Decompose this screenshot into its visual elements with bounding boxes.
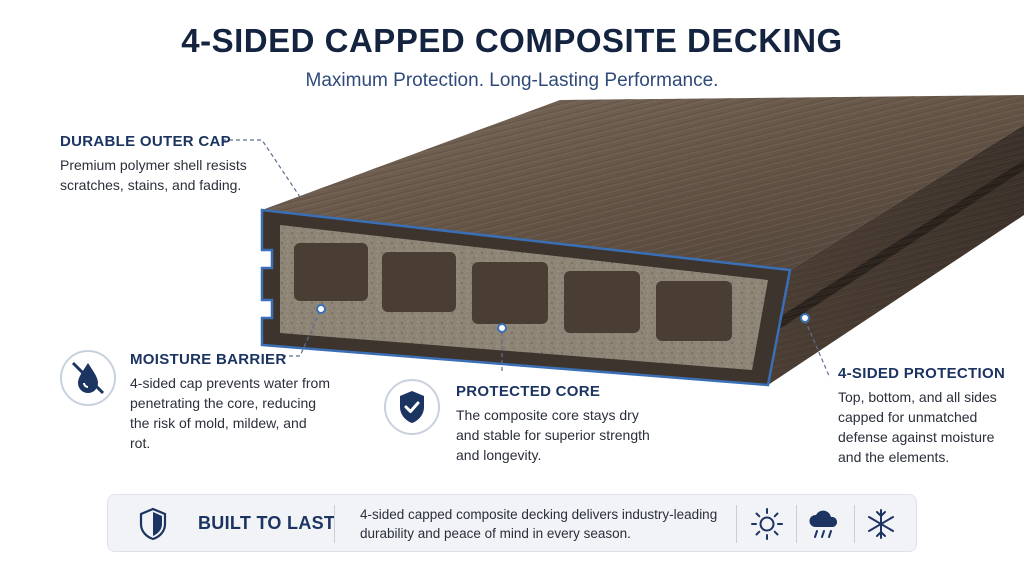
callout-text: The composite core stays dry and stable …	[456, 407, 650, 463]
callout-title: DURABLE OUTER CAP	[60, 133, 231, 150]
shield-check-icon	[384, 379, 440, 435]
shield-icon	[138, 507, 168, 546]
banner-title: BUILT TO LAST	[198, 513, 336, 533]
banner-text: 4-sided capped composite decking deliver…	[360, 507, 718, 541]
rain-cloud-icon	[806, 507, 842, 546]
core-chamber	[382, 252, 456, 312]
core-chamber	[564, 271, 640, 333]
callout-title: MOISTURE BARRIER	[130, 351, 287, 368]
callout-moisture-barrier: MOISTURE BARRIER 4-sided cap prevents wa…	[130, 351, 330, 453]
water-drop-crossed-icon	[60, 350, 116, 406]
callout-title: PROTECTED CORE	[456, 383, 601, 400]
page-title: 4-SIDED CAPPED COMPOSITE DECKING	[181, 22, 843, 59]
callout-text: Premium polymer shell resists scratches,…	[60, 157, 247, 193]
page-subtitle: Maximum Protection. Long-Lasting Perform…	[305, 70, 719, 91]
core-chamber	[656, 281, 732, 341]
core-chamber	[294, 243, 368, 301]
divider	[736, 505, 737, 543]
divider	[334, 505, 335, 543]
sun-icon	[750, 507, 784, 546]
callout-four-sided-protection: 4-SIDED PROTECTION Top, bottom, and all …	[838, 365, 1018, 467]
callout-protected-core: PROTECTED CORE The composite core stays …	[456, 383, 656, 465]
divider	[854, 505, 855, 543]
callout-text: Top, bottom, and all sides capped for un…	[838, 389, 997, 465]
callout-text: 4-sided cap prevents water from penetrat…	[130, 375, 330, 451]
snowflake-icon	[864, 507, 898, 546]
callout-outer-cap: DURABLE OUTER CAP Premium polymer shell …	[60, 133, 250, 195]
divider	[796, 505, 797, 543]
built-to-last-banner: BUILT TO LAST 4-sided capped composite d…	[107, 494, 917, 552]
core-chamber	[472, 262, 548, 324]
callout-title: 4-SIDED PROTECTION	[838, 365, 1006, 382]
